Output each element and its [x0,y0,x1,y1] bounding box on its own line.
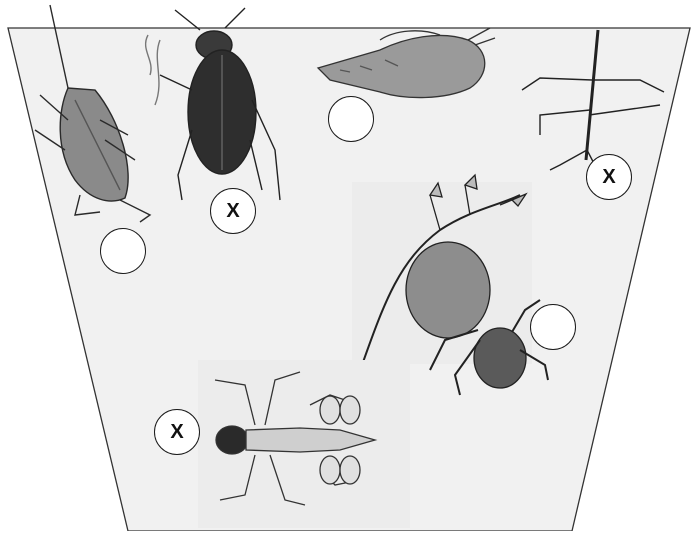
marker-water-scorpion[interactable] [100,228,146,274]
marker-water-spider[interactable] [530,304,576,350]
marker-diving-beetle[interactable]: X [210,188,256,234]
marker-dragonfly-nymph[interactable]: X [154,409,200,455]
marker-water-measurer[interactable]: X [586,154,632,200]
dragonfly-nymph-icon [198,360,410,528]
marker-pond-snail[interactable] [328,96,374,142]
